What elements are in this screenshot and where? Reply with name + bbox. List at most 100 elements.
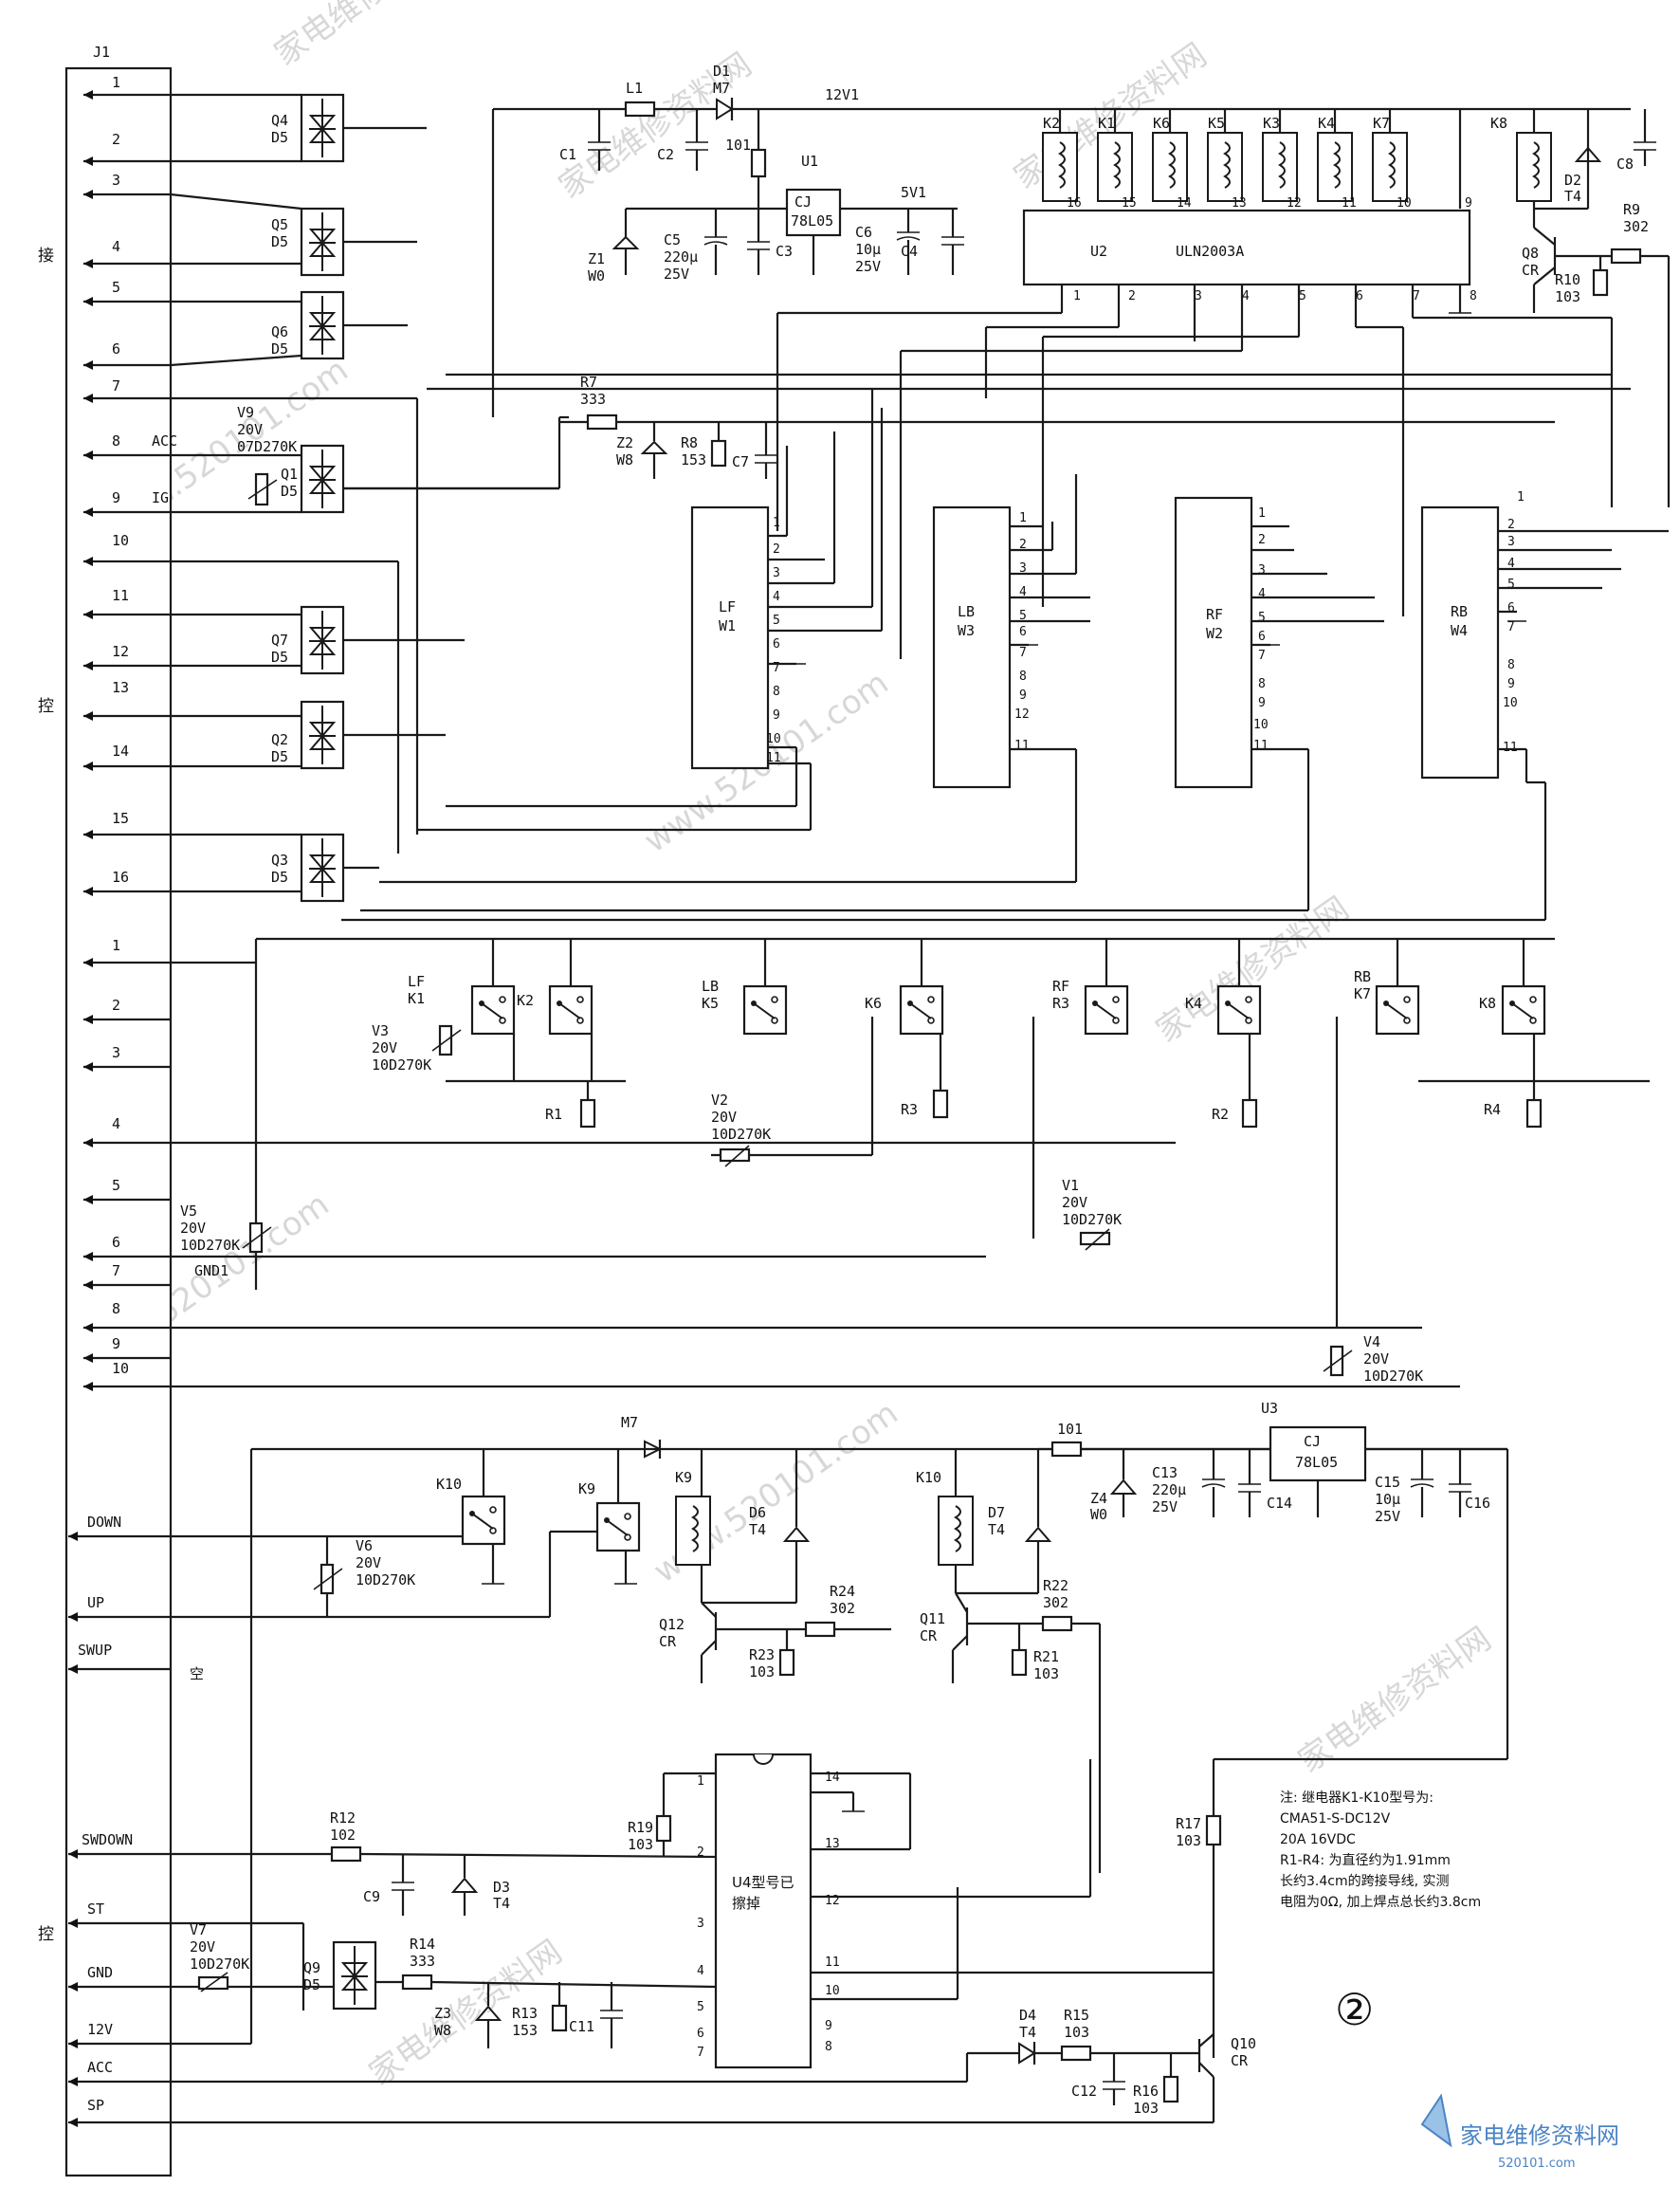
svg-text:D6: D6 [749,1504,766,1521]
window-module-lf: LF W1 1 2 3 4 5 6 7 8 9 10 11 [690,505,781,770]
svg-text:D3: D3 [493,1879,510,1896]
svg-text:C6: C6 [855,224,872,241]
svg-text:10D270K: 10D270K [1062,1211,1122,1228]
pin-row: 14 [83,743,171,771]
svg-text:9: 9 [1019,689,1027,703]
svg-text:25V: 25V [855,258,881,275]
svg-text:K6: K6 [865,995,882,1012]
svg-text:3: 3 [112,1044,120,1061]
svg-text:V5: V5 [180,1203,197,1220]
svg-text:C5: C5 [664,231,681,248]
svg-text:K9: K9 [675,1469,692,1486]
svg-text:C7: C7 [732,453,749,470]
varistor-v3: V3 20V 10D270K [372,1022,462,1074]
svg-text:1: 1 [1258,506,1266,521]
svg-text:103: 103 [628,1836,653,1853]
svg-text:103: 103 [1064,2024,1089,2041]
power-supply-top: L1 D1 M7 12V1 C1 C2 101 CJ 78L05 U1 5V1 … [491,63,1631,417]
svg-text:8: 8 [112,432,120,450]
svg-text:1: 1 [1517,490,1525,505]
svg-text:U2: U2 [1090,243,1107,260]
svg-text:6: 6 [697,2027,704,2041]
svg-text:Z1: Z1 [588,250,605,267]
relay-contact-row: LF K1 K2 R1 LB K5 K6 R3 [171,937,1650,1388]
svg-text:10D270K: 10D270K [190,1955,249,1973]
figure-number: ② [1335,1984,1374,2035]
svg-text:20V: 20V [1062,1194,1087,1211]
svg-text:153: 153 [681,451,706,468]
svg-text:11: 11 [1014,739,1030,753]
bottom-power-section: M7 101 Z4 W0 C13 220μ 25V C14 CJ 78L05 U… [171,1400,1509,2046]
u4-chip: U4型号已 擦掉 1 2 3 4 5 6 7 14 13 12 11 10 9 … [628,1753,1222,2069]
svg-text:LF: LF [719,598,736,615]
svg-text:10: 10 [1503,696,1518,710]
svg-text:8: 8 [773,685,780,699]
svg-text:K5: K5 [702,995,719,1012]
pin-row: 15 [83,810,171,839]
svg-text:13: 13 [825,1837,840,1851]
empty-pin-label: 空 [190,1665,204,1682]
svg-text:V1: V1 [1062,1177,1079,1194]
svg-text:20V: 20V [372,1039,397,1056]
svg-text:Q6: Q6 [271,323,288,340]
svg-text:220μ: 220μ [1152,1481,1186,1498]
svg-text:6: 6 [112,340,120,358]
svg-text:78L05: 78L05 [791,212,833,230]
relay-group-lf: LF K1 K2 R1 [408,939,626,1129]
r7-input-block: R7 333 Z2 W8 R8 153 C7 [343,374,1555,490]
svg-text:L1: L1 [626,80,643,97]
connector-j1: J1 接 控 控 空 [38,44,204,2177]
v12-net-label: 12V1 [825,86,859,103]
svg-text:ACC: ACC [152,432,177,450]
svg-text:Q3: Q3 [271,852,288,869]
svg-text:C4: C4 [901,243,918,260]
svg-text:注: 继电器K1-K10型号为:: 注: 继电器K1-K10型号为: [1280,1790,1433,1806]
svg-text:7: 7 [1019,646,1027,660]
svg-text:CR: CR [1522,262,1540,279]
svg-text:K8: K8 [1479,995,1496,1012]
svg-text:IG: IG [152,489,169,506]
svg-text:11: 11 [112,587,129,604]
svg-text:25V: 25V [1152,1498,1178,1515]
svg-text:Z3: Z3 [434,2005,451,2022]
svg-text:302: 302 [1623,218,1649,235]
svg-text:GND: GND [87,1964,113,1981]
svg-text:M7: M7 [621,1414,638,1431]
svg-text:6: 6 [1019,625,1027,639]
svg-text:R17: R17 [1176,1815,1201,1832]
svg-text:16: 16 [112,869,129,886]
relay-group-rb: RB K7 K8 R4 [1335,939,1650,1328]
svg-text:D1: D1 [713,63,730,80]
svg-text:R14: R14 [410,1936,435,1953]
svg-text:K4: K4 [1318,115,1335,132]
window-module-rf: RF W2 1 2 3 4 5 6 7 8 9 10 11 [1174,496,1269,789]
svg-text:10D270K: 10D270K [711,1126,771,1143]
svg-text:ACC: ACC [87,2059,113,2076]
varistor-v4: V4 20V 10D270K [1323,1333,1423,1385]
svg-text:5: 5 [1019,609,1027,623]
triac-wiring [170,93,569,893]
svg-text:C16: C16 [1465,1495,1490,1512]
svg-text:4: 4 [1242,289,1250,303]
svg-text:T4: T4 [1564,188,1581,205]
svg-text:11: 11 [825,1955,840,1970]
svg-text:W8: W8 [434,2022,451,2039]
varistor-v2: V2 20V 10D270K [711,1092,771,1167]
svg-text:K5: K5 [1208,115,1225,132]
svg-text:10D270K: 10D270K [356,1571,415,1588]
svg-text:2: 2 [1019,538,1027,552]
svg-text:Q11: Q11 [920,1610,945,1627]
svg-text:K1: K1 [408,990,425,1007]
svg-text:D4: D4 [1019,2007,1036,2024]
watermark-text: 家电维修资料网 [362,1933,569,2093]
svg-text:8: 8 [825,2040,832,2054]
svg-text:6: 6 [773,637,780,652]
pin-row: 11 [83,587,171,619]
pin-row: 2 [83,131,171,166]
pin-row: 10 [83,532,171,566]
svg-text:103: 103 [1176,1832,1201,1849]
svg-text:R8: R8 [681,434,698,451]
